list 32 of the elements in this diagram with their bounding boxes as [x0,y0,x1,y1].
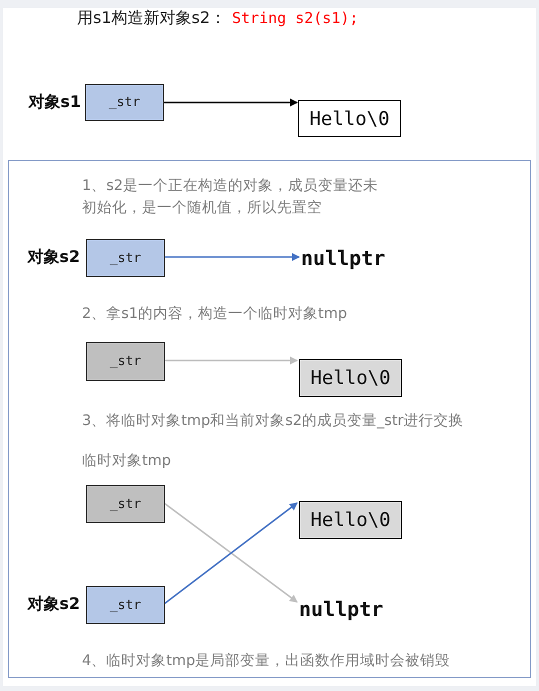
pointer-box [85,84,164,121]
object-label: 临时对象tmp [82,452,172,471]
string-value: Hello\0 [310,509,391,531]
member-name: _str [110,598,142,612]
title: 用s1构造新对象s2： [77,8,226,29]
string-value: Hello\0 [309,108,390,130]
step-note: 2、拿s1的内容，构造一个临时对象tmp [82,304,348,324]
string-box [299,359,402,397]
member-name: _str [108,95,140,110]
object-label: 对象s2 [27,594,80,615]
step-note: 4、临时对象tmp是局部变量，出函数作用域时会被销毁 [82,652,452,671]
string-box [298,100,401,137]
object-label: 对象s1 [28,92,81,112]
null-pointer-text: nullptr [301,243,391,273]
pointer-box [86,586,165,624]
arrow [164,356,298,364]
pointer-box [86,485,165,523]
object-label: 对象s2 [27,247,80,268]
pointer-box [86,342,165,381]
code-snippet: String s2(s1); [232,9,360,27]
null-pointer-text: nullptr [299,594,389,624]
member-name: _str [110,354,142,369]
panel-frame [8,160,531,678]
step-note: 1、s2是一个正在构造的对象，成员变量还未初始化，是一个随机值，所以先置空 [82,176,380,218]
pointer-box [86,239,165,277]
arrow [164,253,300,261]
string-value: Hello\0 [310,367,391,389]
string-box [299,501,402,539]
step-note: 3、将临时对象tmp和当前对象s2的成员变量_str进行交换 [82,412,464,431]
arrow [164,98,298,106]
member-name: _str [110,496,142,512]
member-name: _str [110,250,142,266]
